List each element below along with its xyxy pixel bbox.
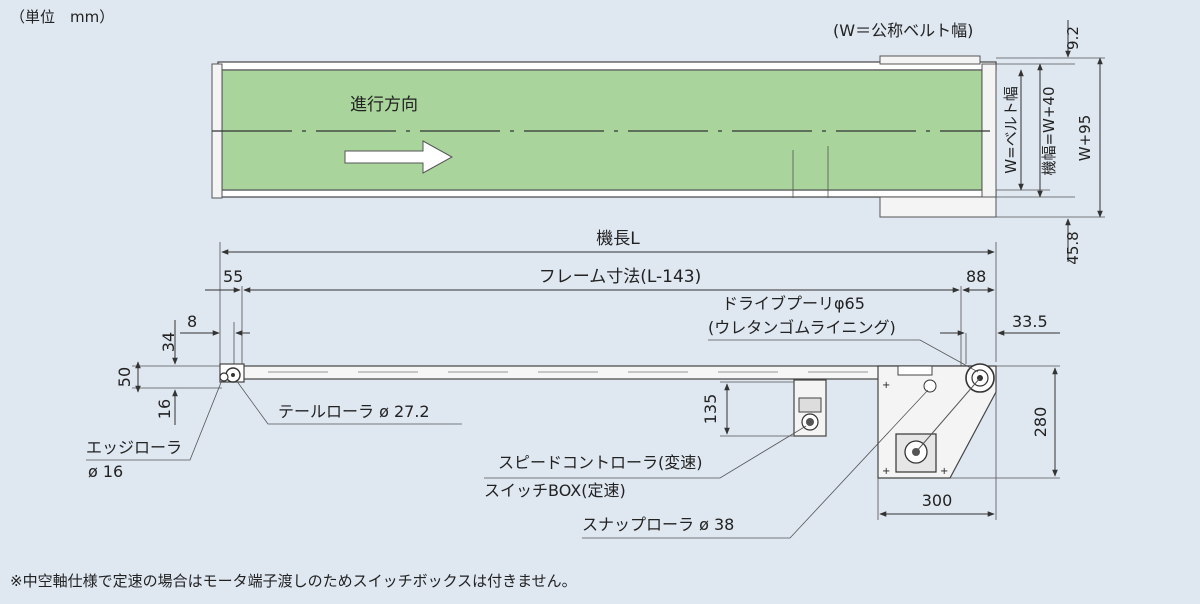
dim-300: 300 bbox=[922, 491, 953, 510]
snap-roller-label: スナップローラ ø 38 bbox=[582, 515, 734, 534]
top-frame-upper bbox=[217, 61, 997, 71]
belt-surface bbox=[221, 69, 983, 191]
dim-belt-width: W=ベルト幅 bbox=[1002, 86, 1020, 173]
dim-45-8: 45.8 bbox=[1064, 231, 1082, 264]
dim-w95: W+95 bbox=[1076, 115, 1094, 162]
direction-label: 進行方向 bbox=[350, 95, 418, 115]
snap-roller-leader bbox=[582, 389, 929, 539]
unit-note: （単位 mm） bbox=[10, 8, 114, 26]
edge-roller-icon bbox=[219, 372, 229, 382]
side-plate bbox=[879, 55, 981, 65]
tail-roller-label: テールローラ ø 27.2 bbox=[278, 402, 430, 421]
dim-9-2: 9.2 bbox=[1064, 26, 1082, 50]
speed-knob-center-icon bbox=[806, 418, 814, 426]
top-view: 進行方向 9.2 W=ベルト幅 機幅=W+40 W+95 45.8 bbox=[211, 20, 1105, 265]
speed-controller-label: スピードコントローラ(変速) bbox=[498, 453, 703, 472]
belt-width-note: (W＝公称ベルト幅) bbox=[833, 21, 973, 40]
dim-55: 55 bbox=[223, 267, 243, 286]
edge-roller-label-2: ø 16 bbox=[88, 462, 123, 481]
edge-roller-leader bbox=[86, 379, 223, 461]
dim-8: 8 bbox=[187, 312, 197, 331]
speed-controller-label-2: スイッチBOX(定速) bbox=[484, 481, 626, 500]
speed-controller-panel bbox=[798, 397, 822, 413]
drive-pulley-inner-icon bbox=[971, 369, 989, 387]
snap-roller-icon bbox=[923, 379, 937, 393]
dim-34: 34 bbox=[159, 332, 178, 352]
dim-135: 135 bbox=[701, 394, 720, 425]
side-frame bbox=[221, 365, 983, 380]
drive-top-block bbox=[897, 365, 933, 376]
drive-pulley-label-2: (ウレタンゴムライニング) bbox=[708, 318, 896, 337]
mount-mark-c-icon: + bbox=[940, 466, 948, 477]
drive-pulley-label: ドライブプーリφ65 bbox=[722, 294, 865, 313]
side-view: 機長L フレーム寸法(L-143) 55 88 8 34 16 50 bbox=[86, 229, 1060, 539]
dim-16: 16 bbox=[155, 399, 174, 419]
motor-body bbox=[895, 433, 937, 473]
drive-pulley-leader bbox=[708, 339, 979, 373]
dim-88: 88 bbox=[966, 267, 986, 286]
direction-arrow-icon bbox=[344, 140, 454, 174]
edge-roller-label: エッジローラ bbox=[86, 438, 182, 457]
speed-controller-leader bbox=[484, 425, 807, 479]
mount-mark-a-icon: + bbox=[882, 380, 890, 391]
dim-machine-length: 機長L bbox=[596, 229, 640, 249]
dim-machine-width: 機幅=W+40 bbox=[1040, 86, 1058, 175]
dim-50: 50 bbox=[115, 367, 134, 387]
drive-belt-line bbox=[915, 377, 981, 453]
dim-frame-length: フレーム寸法(L-143) bbox=[539, 267, 702, 287]
tail-roller-leader bbox=[235, 379, 462, 425]
motor-plate bbox=[879, 196, 997, 218]
mount-mark-b-icon: + bbox=[882, 466, 890, 477]
tail-roller-axle-icon bbox=[231, 373, 235, 377]
footnote: ※中空軸仕様で定速の場合はモータ端子渡しのためスイッチボックスは付きません。 bbox=[10, 572, 577, 590]
top-frame-lower bbox=[217, 189, 997, 198]
dim-33-5: 33.5 bbox=[1012, 312, 1048, 331]
dim-280: 280 bbox=[1031, 407, 1050, 438]
